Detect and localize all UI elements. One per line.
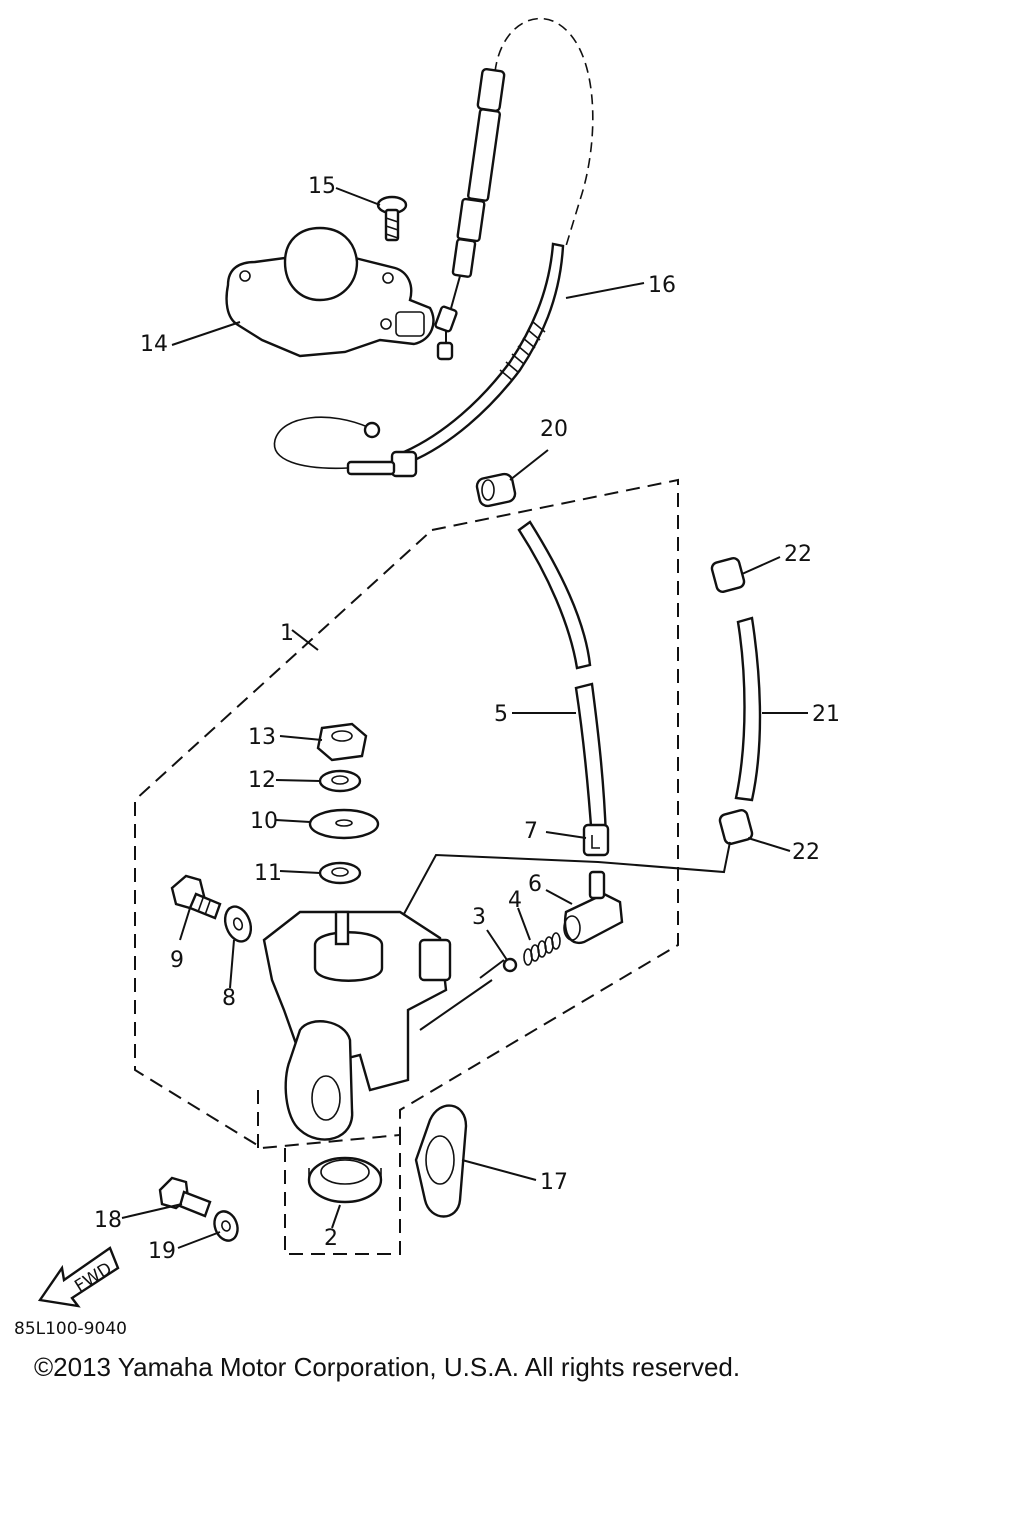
callout-17: 17 (540, 1170, 568, 1195)
callout-4: 4 (508, 888, 522, 913)
cable-end-fittings (434, 67, 506, 361)
callout-10: 10 (250, 809, 278, 834)
callout-22-lower: 22 (792, 840, 820, 865)
callout-9: 9 (170, 948, 184, 973)
callout-2: 2 (324, 1226, 338, 1251)
pump-mounting-flange (284, 1020, 354, 1141)
sensor-lead-wire (273, 416, 418, 478)
callout-5: 5 (494, 702, 508, 727)
oil-hose-21 (734, 616, 762, 802)
copyright-notice: ©2013 Yamaha Motor Corporation, U.S.A. A… (34, 1352, 740, 1382)
callout-21: 21 (812, 702, 840, 727)
fwd-direction-arrow: FWD (37, 1246, 120, 1308)
screw-15 (376, 195, 408, 242)
hose-spring-wrap (499, 321, 546, 381)
callout-leader-1 (291, 629, 319, 651)
washer-19 (213, 1210, 239, 1242)
callout-11: 11 (254, 861, 282, 886)
callout-15: 15 (308, 174, 336, 199)
callout-8: 8 (222, 986, 236, 1011)
hose-clip-7 (582, 823, 610, 857)
callout-6: 6 (528, 872, 542, 897)
oil-hose-5-upper (517, 520, 592, 670)
callout-18: 18 (94, 1208, 122, 1233)
callout-20: 20 (540, 417, 568, 442)
hose-clip-22-upper (710, 557, 746, 593)
washer-10 (308, 808, 380, 840)
drawing-code: 85L100-9040 (14, 1319, 127, 1339)
washer-8 (223, 905, 253, 943)
callout-leader-lines (121, 187, 808, 1249)
bolt-18 (158, 1176, 212, 1218)
cable-dashed-loop (494, 17, 594, 247)
callout-19: 19 (148, 1239, 176, 1264)
callout-3: 3 (472, 905, 486, 930)
callout-7: 7 (524, 819, 538, 844)
hose-clip-22-lower (718, 809, 754, 845)
callout-12: 12 (248, 768, 276, 793)
gasket-17 (414, 1104, 468, 1218)
callout-13: 13 (248, 725, 276, 750)
connection-lines (397, 841, 731, 1031)
hose-clip-20 (475, 472, 517, 508)
oil-hose-5 (574, 682, 608, 842)
pump-body-top-boss (313, 931, 384, 982)
oil-seal-2 (307, 1156, 383, 1204)
seal-subgroup-outline (257, 1090, 401, 1255)
spring-4 (523, 932, 561, 966)
pump-cover-dome (283, 226, 359, 302)
callout-14: 14 (140, 332, 168, 357)
pump-cover-screw-holes (239, 270, 425, 337)
washer-11 (318, 861, 362, 885)
flange-port (311, 1075, 341, 1121)
pump-shaft (334, 910, 350, 946)
bolt-9 (170, 874, 222, 920)
spring-washer-12 (318, 769, 362, 793)
pump-lever-arm (418, 938, 452, 982)
callout-16: 16 (648, 273, 676, 298)
check-ball-3 (502, 957, 518, 973)
nut-13 (316, 722, 368, 762)
elbow-fitting-6 (563, 870, 624, 945)
callout-22-upper: 22 (784, 542, 812, 567)
callout-1: 1 (280, 621, 294, 646)
